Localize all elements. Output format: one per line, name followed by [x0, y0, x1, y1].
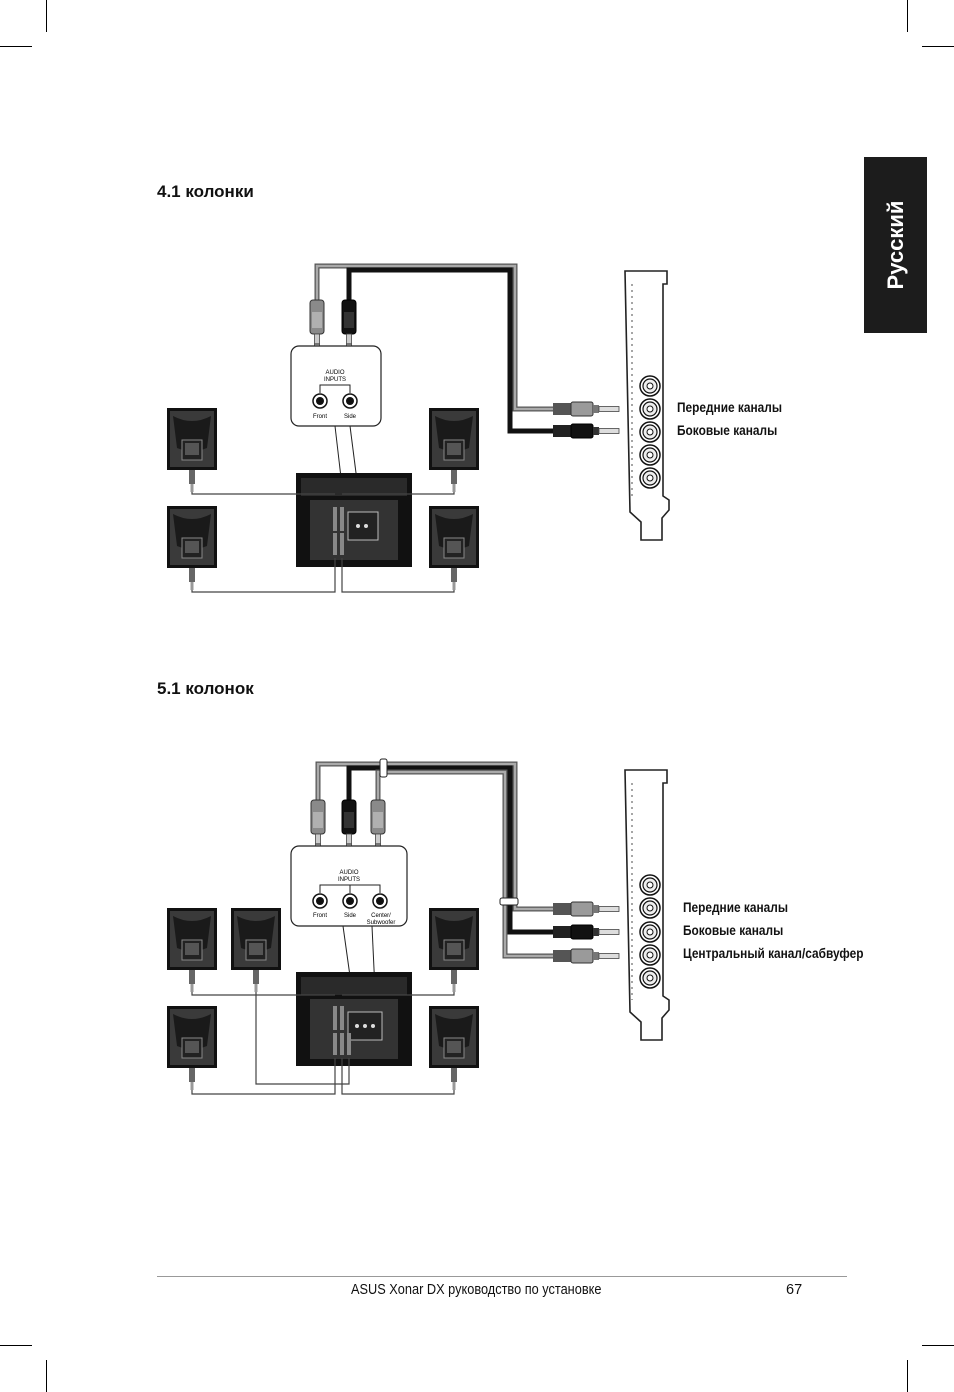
speaker-cable-icon: [189, 568, 195, 590]
crop-mark: [0, 46, 32, 47]
port-label-front: Передние каналы: [677, 400, 782, 415]
diagram-5-1: AUDIO INPUTS Front Side Center/ Subwoofe…: [166, 758, 670, 1095]
crop-mark: [907, 0, 908, 32]
section-title-4-1: 4.1 колонки: [157, 182, 254, 201]
footer-divider: [157, 1276, 847, 1277]
port-label-center-subwoofer: Центральный канал/сабвуфер: [683, 946, 864, 961]
speaker-front-left-icon: [166, 907, 218, 971]
front-card-plug-icon: [552, 901, 620, 917]
subwoofer: [296, 473, 412, 567]
side-card-plug-icon: [552, 423, 620, 439]
speaker-side-left-icon: [166, 505, 218, 569]
audio-inputs-panel: AUDIO INPUTS Front Side: [290, 345, 382, 427]
jack-label-front: Front: [313, 414, 327, 420]
jack-label-center: Center/: [371, 913, 391, 919]
panel-title-line1: AUDIO: [339, 870, 358, 876]
speaker-cable-icon: [451, 970, 457, 992]
side-card-plug-icon: [552, 924, 620, 940]
side-jack-icon: [342, 893, 358, 909]
speaker-cable-icon: [189, 470, 195, 492]
speaker-front-right-icon: [428, 407, 480, 471]
speaker-cable-icon: [451, 470, 457, 492]
footer-title: ASUS Xonar DX руководство по установке: [351, 1282, 602, 1298]
center-jack-icon: [372, 893, 388, 909]
speaker-center-icon: [230, 907, 282, 971]
audio-inputs-panel: AUDIO INPUTS Front Side Center/ Subwoofe…: [290, 845, 408, 927]
crop-mark: [907, 1360, 908, 1392]
panel-title-line1: AUDIO: [325, 370, 344, 376]
speaker-front-right-icon: [428, 907, 480, 971]
language-tab: Русский: [864, 157, 927, 333]
port-label-side: Боковые каналы: [677, 423, 778, 438]
jack-label-side: Side: [344, 414, 357, 420]
speaker-side-left-icon: [166, 1005, 218, 1069]
port-label-side: Боковые каналы: [683, 923, 784, 938]
panel-title-line2: INPUTS: [324, 377, 346, 383]
speaker-cable-icon: [189, 1068, 195, 1090]
crop-mark: [46, 1360, 47, 1392]
section-title-5-1: 5.1 колонок: [157, 679, 254, 698]
speaker-side-right-icon: [428, 505, 480, 569]
crop-mark: [0, 1345, 32, 1346]
crop-mark: [922, 1345, 954, 1346]
port-label-front: Передние каналы: [683, 900, 788, 915]
speaker-cable-icon: [451, 568, 457, 590]
jack-label-front: Front: [313, 913, 327, 919]
center-card-plug-icon: [552, 948, 620, 964]
front-jack-icon: [312, 393, 328, 409]
page-number: 67: [786, 1282, 803, 1298]
diagram-4-1: AUDIO INPUTS Front Side: [166, 263, 670, 593]
speaker-cable-icon: [253, 970, 259, 992]
speaker-cable-icon: [189, 970, 195, 992]
jack-label-subwoofer: Subwoofer: [367, 920, 396, 926]
panel-title-line2: INPUTS: [338, 877, 360, 883]
speaker-side-right-icon: [428, 1005, 480, 1069]
sound-card-bracket: [624, 769, 670, 1041]
subwoofer: [296, 972, 412, 1066]
front-jack-icon: [312, 893, 328, 909]
jack-label-side: Side: [344, 913, 357, 919]
crop-mark: [46, 0, 47, 32]
side-jack-icon: [342, 393, 358, 409]
front-card-plug-icon: [552, 401, 620, 417]
crop-mark: [922, 46, 954, 47]
speaker-front-left-icon: [166, 407, 218, 471]
sound-card-bracket: [624, 270, 670, 541]
speaker-cable-icon: [451, 1068, 457, 1090]
